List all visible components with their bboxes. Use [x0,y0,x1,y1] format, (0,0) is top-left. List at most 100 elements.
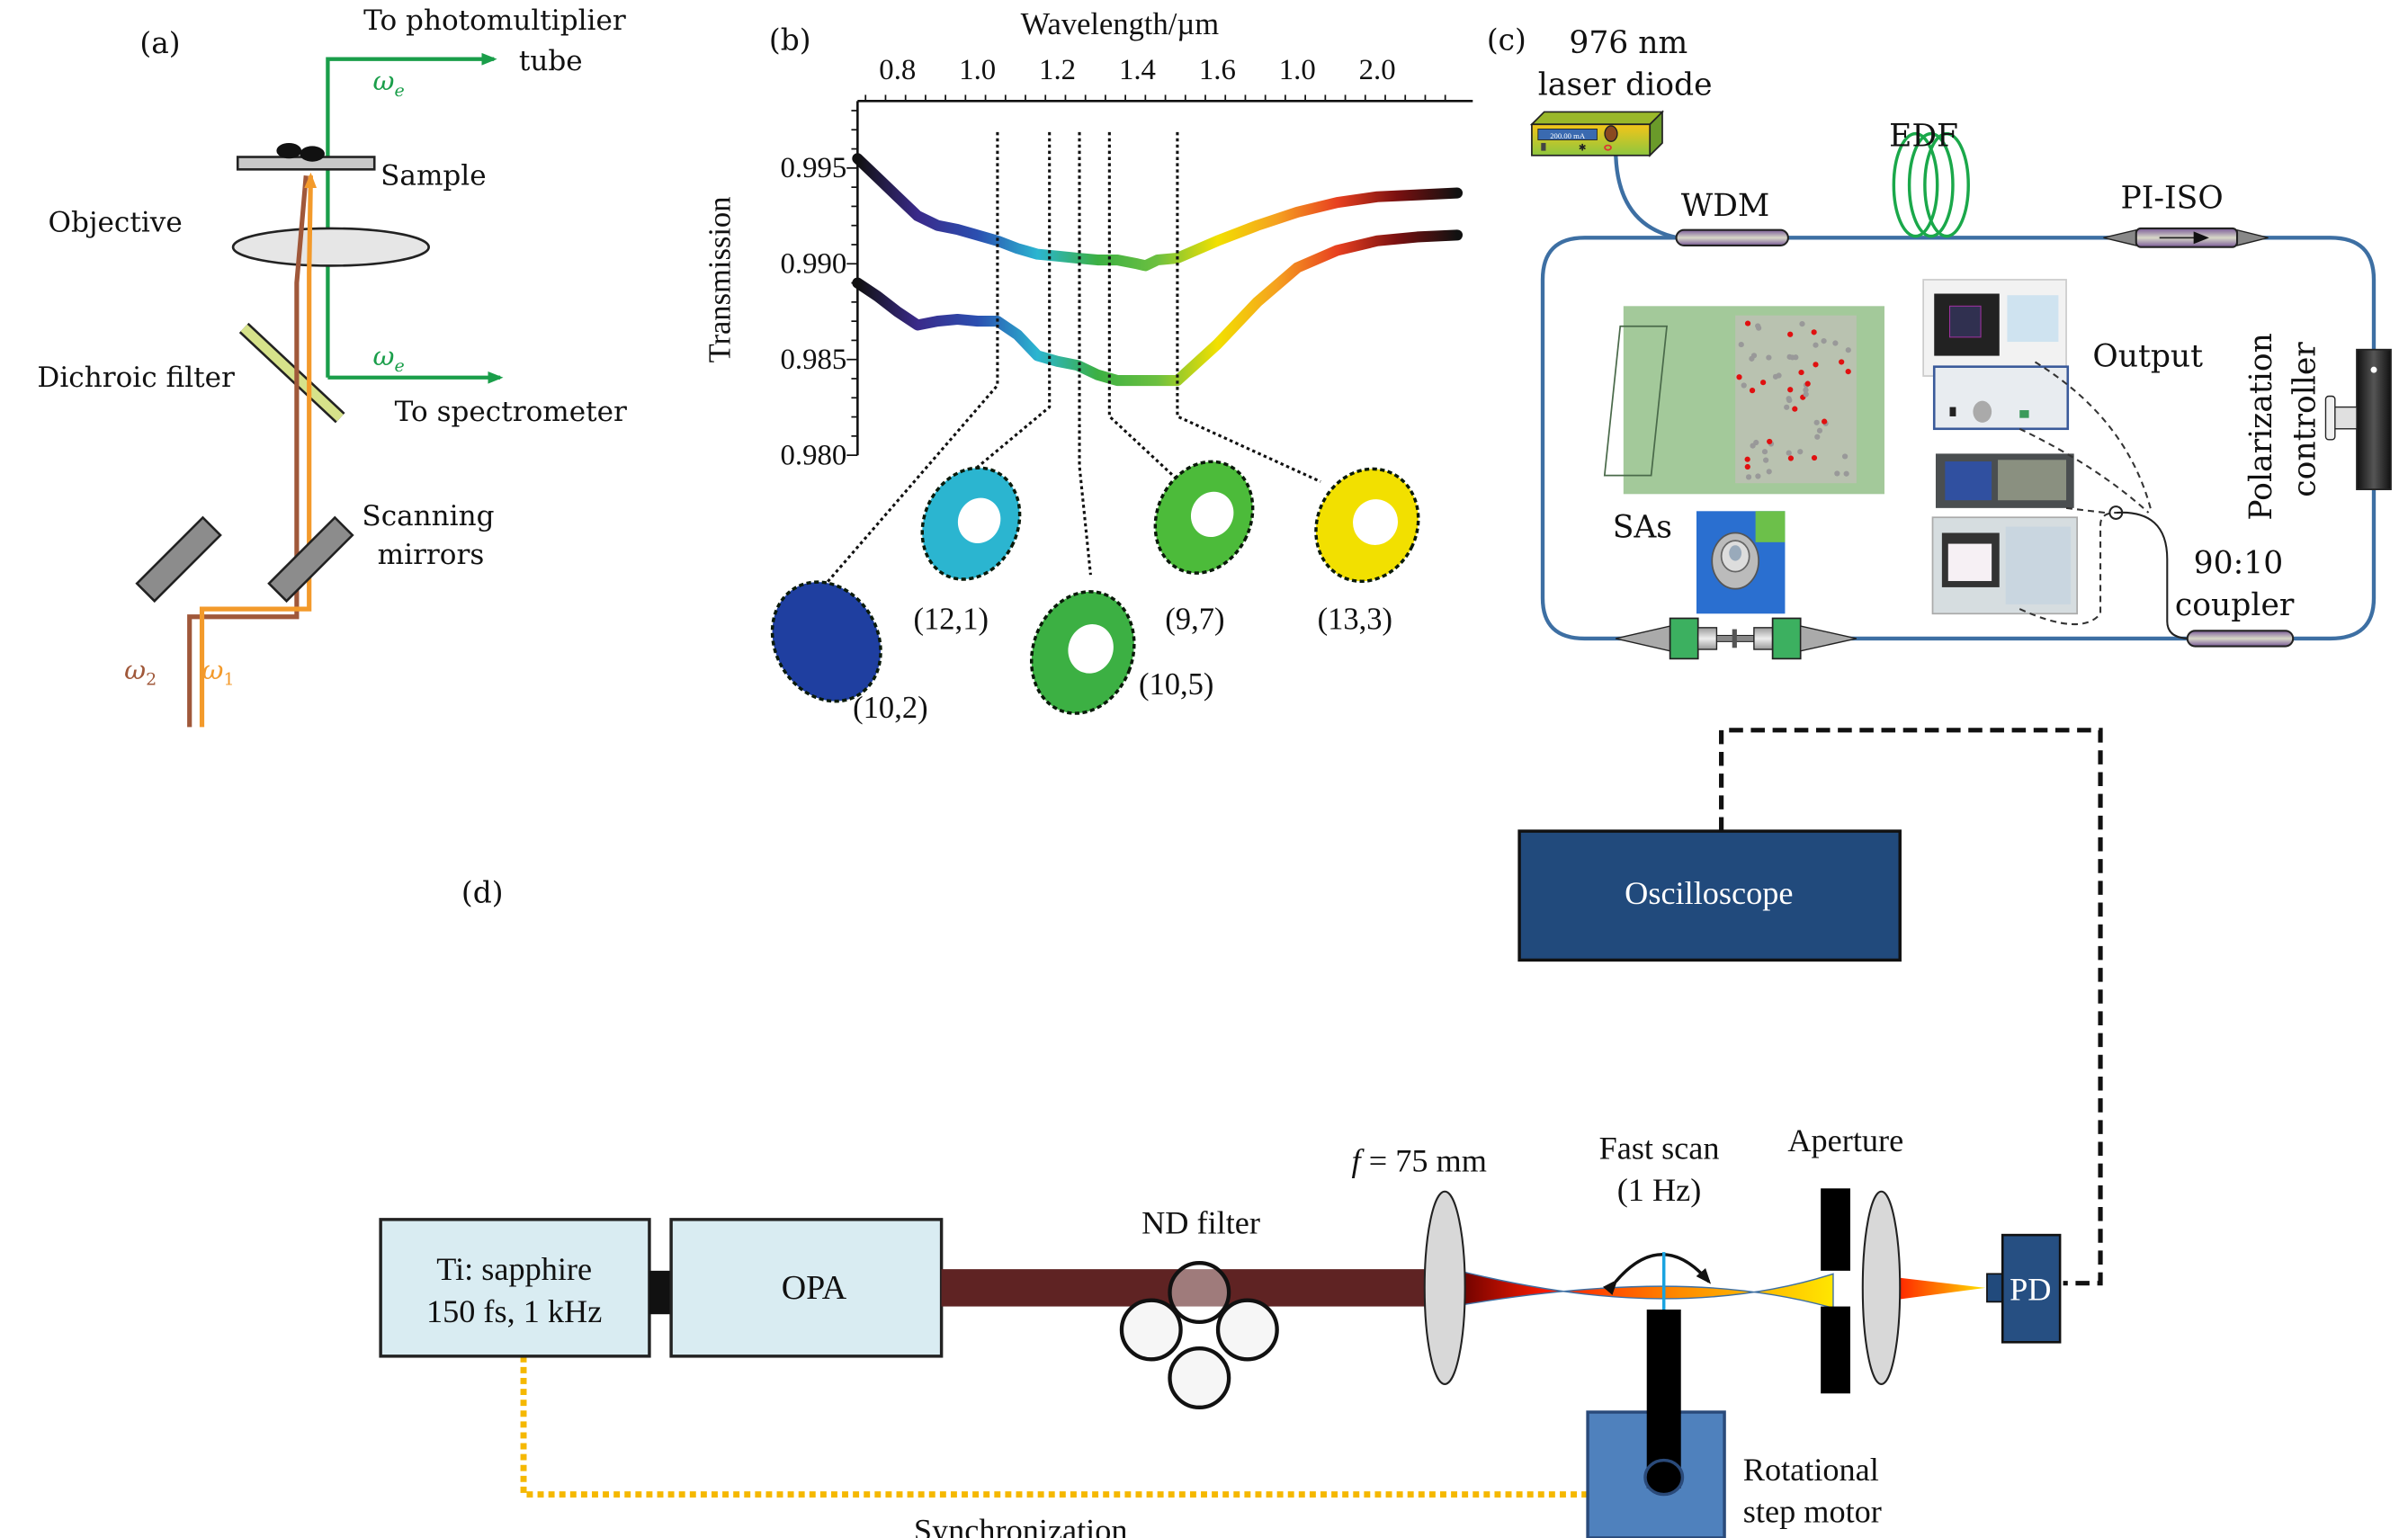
assignment-marker-line [1176,131,1321,483]
wdm-coupler [1675,228,1789,247]
nanotube-10-5: (10,5) [1030,590,1213,715]
laser-current-display: 200.00 mA [1550,131,1586,140]
nanotube-13-3: (13,3) [1314,467,1420,637]
omega2-label: ω2 [124,655,157,690]
atom-dot [1845,347,1851,353]
atom-dot [1786,396,1792,402]
panel-d-label: (d) [461,876,504,910]
y-tick-label: 0.995 [780,152,846,184]
pump-source-photo [1932,365,2070,431]
photodiode-window [1986,1273,2004,1303]
fast-scan-label-line1: Fast scan [1599,1131,1720,1167]
nanotube-12-1: (12,1) [914,466,1022,637]
y-tick-label: 0.985 [780,344,846,376]
assignment-marker-line [799,131,999,615]
atom-dot [1839,359,1845,365]
laser-beam [941,1269,1427,1307]
atom-dot [1745,474,1752,480]
svg-text:✱: ✱ [1579,144,1587,154]
atom-dot [1786,450,1792,456]
atom-dot [1822,418,1828,425]
aperture-label: Aperture [1787,1122,1903,1158]
omega2-beam [187,175,309,728]
wdm-label: WDM [1681,188,1770,224]
pump-fiber [1614,148,1678,240]
atom-dot [1744,456,1750,462]
motor-arm [1646,1310,1681,1489]
dichroic-filter-label: Dichroic filter [37,362,235,394]
scanning-mirror-left [135,515,222,604]
atom-dot [1843,470,1849,477]
y-tick-label: 0.990 [780,248,846,281]
series-upper [852,153,1464,272]
x-tick-label: 0.8 [879,54,916,86]
nd-filter-label: ND filter [1141,1204,1260,1240]
motor-shaft [1643,1458,1685,1497]
oscilloscope-photo [1931,516,2078,615]
atom-dot [1763,457,1769,463]
dichroic-filter [240,324,344,422]
polarization-label-line2: controller [2287,342,2323,497]
aperture-bottom [1821,1306,1850,1394]
omega-e-top-label: ωe [373,66,405,101]
atom-dot [1841,453,1849,460]
atom-dot [1755,323,1761,329]
x-tick-label: 2.0 [1359,54,1396,86]
panel-a-label: (a) [139,26,180,60]
ti-sapphire-label-line1: Ti: sapphire [436,1251,592,1287]
atom-dot [1799,321,1805,327]
output-coupler [2186,630,2295,648]
to-pmt-label-line2: tube [519,45,583,77]
omega1-label: ω1 [202,655,235,690]
atom-dot [1816,427,1823,434]
atom-dot [1744,320,1751,326]
atom-dot [1741,382,1747,389]
atom-dot [1811,329,1817,335]
atom-dot [1845,369,1851,375]
ti-sapphire-laser-box [379,1218,651,1358]
x-tick-label: 1.0 [1279,54,1316,86]
atom-dot [1761,449,1768,455]
sample-label: Sample [380,160,487,192]
atom-dot [1813,362,1819,368]
rf-analyzer-photo [1935,453,2074,508]
panel-d: (d) Oscilloscope Synchronization Ti: sap… [379,728,2103,1538]
pi-iso-label: PI-ISO [2120,181,2223,217]
atom-dot [1821,337,1827,344]
to-spectrometer-label: To spectrometer [395,396,627,428]
emission-path-to-pmt [326,52,497,378]
nd-filter-wheel [1119,1261,1279,1409]
photodiode-box [2001,1233,2062,1344]
panel-b-label: (b) [769,22,811,57]
edf-coil [1892,131,1970,238]
opa-label: OPA [782,1269,847,1307]
signal-cable [1719,728,2103,1286]
nanotube-9-7: (9,7) [1153,460,1255,637]
optical-spectrum-analyzer-photo [1922,279,2067,377]
focusing-lens [1423,1190,1466,1385]
pi-isolator [2103,227,2269,248]
laser-diode-label-line2: laser diode [1538,67,1713,103]
panel-a: (a) To photomultiplier tube ωe ωe Sample… [37,4,627,728]
omega1-beam [199,172,318,728]
to-pmt-label-line1: To photomultiplier [363,4,626,37]
atom-dot [1803,391,1809,398]
nanotube-label: (10,5) [1139,667,1213,702]
x-tick-label: 1.6 [1199,54,1236,86]
atom-dot [1766,469,1772,475]
objective-lens [231,227,430,267]
atom-dot [1797,449,1804,455]
fast-scan-label-line2: (1 Hz) [1617,1172,1702,1208]
atom-dot [1750,443,1756,449]
atom-dot [1814,434,1821,440]
sas-label: SAs [1613,510,1672,546]
atom-dot [1787,331,1794,337]
sa-structure-image [1603,306,1884,495]
atom-dot [1798,369,1804,376]
x-tick-label: 1.0 [959,54,996,86]
atom-dot [1772,373,1779,380]
motor-label-line2: step motor [1743,1494,1882,1530]
fiber-ring-cavity [1540,236,2377,641]
